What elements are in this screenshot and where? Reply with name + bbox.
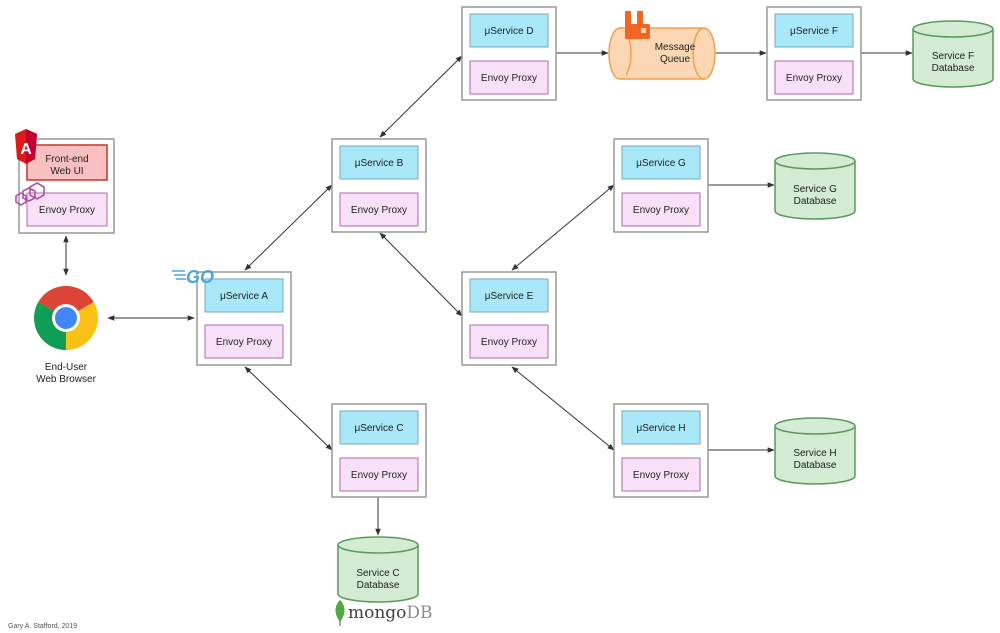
go-logo-text: GO [186, 267, 214, 287]
edge-e-h [511, 366, 615, 451]
mongodb-wordmark: mongoDB [348, 603, 433, 623]
service-e-pod[interactable]: μService E Envoy Proxy [461, 271, 557, 366]
service-b-proxy-label: Envoy Proxy [351, 205, 407, 216]
connections [63, 50, 913, 536]
service-e-label: μService E [485, 291, 534, 302]
edge-a-c [244, 366, 333, 451]
service-g-proxy[interactable] [621, 192, 701, 227]
service-b-pod[interactable]: μService B Envoy Proxy [331, 138, 427, 233]
service-a-proxy[interactable] [204, 324, 284, 359]
service-e-box[interactable] [469, 278, 549, 313]
service-c-label: μService C [354, 423, 403, 434]
service-a-box[interactable] [204, 278, 284, 313]
service-h-proxy[interactable] [621, 457, 701, 492]
service-d-proxy-label: Envoy Proxy [481, 73, 537, 84]
edge-b-d [379, 55, 463, 138]
service-e-proxy[interactable] [469, 324, 549, 359]
angular-letter: A [20, 141, 32, 158]
service-a-pod[interactable]: μService A Envoy Proxy [196, 271, 292, 366]
service-g-proxy-label: Envoy Proxy [633, 205, 689, 216]
service-d-label: μService D [484, 26, 533, 37]
service-b-box[interactable] [339, 145, 419, 180]
edge-e-g [511, 184, 615, 271]
service-d-proxy[interactable] [469, 60, 549, 95]
edge-b-e [379, 232, 463, 317]
service-d-box[interactable] [469, 13, 549, 48]
service-b-label: μService B [355, 158, 404, 169]
service-f-proxy[interactable] [774, 60, 854, 95]
angular-icon: A [15, 129, 37, 164]
service-h-box[interactable] [621, 410, 701, 445]
service-c-pod[interactable]: μService C Envoy Proxy [331, 403, 427, 498]
service-e-proxy-label: Envoy Proxy [481, 337, 537, 348]
service-h-pod[interactable]: μService H Envoy Proxy [613, 403, 709, 498]
service-d-pod[interactable]: μService D Envoy Proxy [461, 6, 557, 101]
service-f-label: μService F [790, 26, 838, 37]
service-c-proxy-label: Envoy Proxy [351, 470, 407, 481]
edge-a-b [244, 184, 333, 271]
service-a-label: μService A [220, 291, 268, 302]
chrome-icon [34, 286, 98, 350]
service-f-box[interactable] [774, 13, 854, 48]
go-icon: GO [172, 267, 214, 287]
service-b-proxy[interactable] [339, 192, 419, 227]
service-f-proxy-label: Envoy Proxy [786, 73, 842, 84]
mongodb-icon: mongoDB [335, 600, 433, 626]
service-h-label: μService H [636, 423, 685, 434]
service-g-label: μService G [636, 158, 686, 169]
frontend-proxy-box[interactable] [26, 192, 108, 227]
envoy-icon [15, 182, 45, 206]
service-g-box[interactable] [621, 145, 701, 180]
service-g-pod[interactable]: μService G Envoy Proxy [613, 138, 709, 233]
rabbitmq-icon [625, 11, 650, 39]
credit-text: Gary A. Stafford, 2019 [8, 623, 77, 630]
service-c-box[interactable] [339, 410, 419, 445]
service-f-pod[interactable]: μService F Envoy Proxy [766, 6, 862, 101]
service-c-proxy[interactable] [339, 457, 419, 492]
service-a-proxy-label: Envoy Proxy [216, 337, 272, 348]
frontend-proxy-label: Envoy Proxy [39, 205, 95, 216]
service-h-proxy-label: Envoy Proxy [633, 470, 689, 481]
